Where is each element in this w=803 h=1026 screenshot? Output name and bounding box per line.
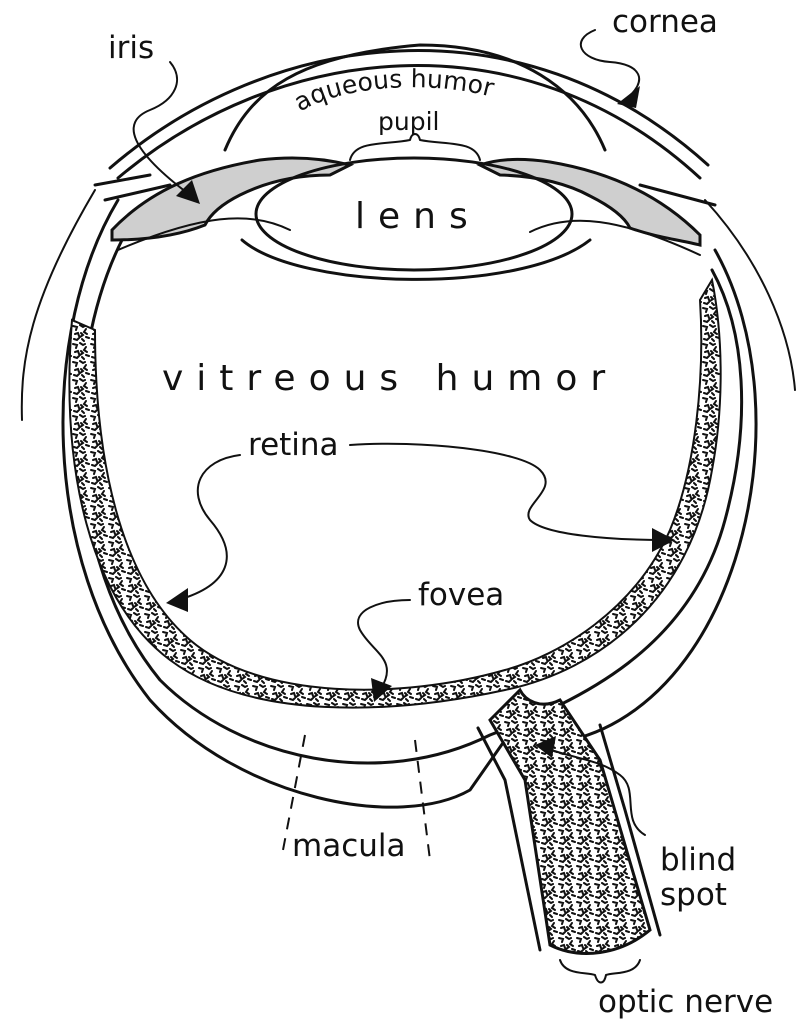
retina-layer	[69, 280, 720, 708]
label-fovea: fovea	[418, 577, 504, 613]
label-vitreous-humor: vitreous humor	[162, 358, 618, 399]
pupil-brace	[350, 134, 480, 160]
label-iris: iris	[108, 30, 154, 66]
sclera-outline	[63, 200, 756, 807]
label-pupil: pupil	[378, 107, 439, 136]
label-lens: lens	[355, 196, 481, 237]
choroid-outline	[81, 240, 742, 763]
label-retina: retina	[248, 427, 339, 463]
label-blind-spot-line1: blind	[660, 842, 736, 878]
iris-right	[480, 159, 700, 245]
label-cornea: cornea	[612, 4, 718, 40]
lens-capsule	[242, 240, 590, 279]
label-blind-spot-line2: spot	[660, 877, 727, 913]
label-optic-nerve: optic nerve	[598, 984, 773, 1020]
label-macula: macula	[292, 828, 406, 864]
